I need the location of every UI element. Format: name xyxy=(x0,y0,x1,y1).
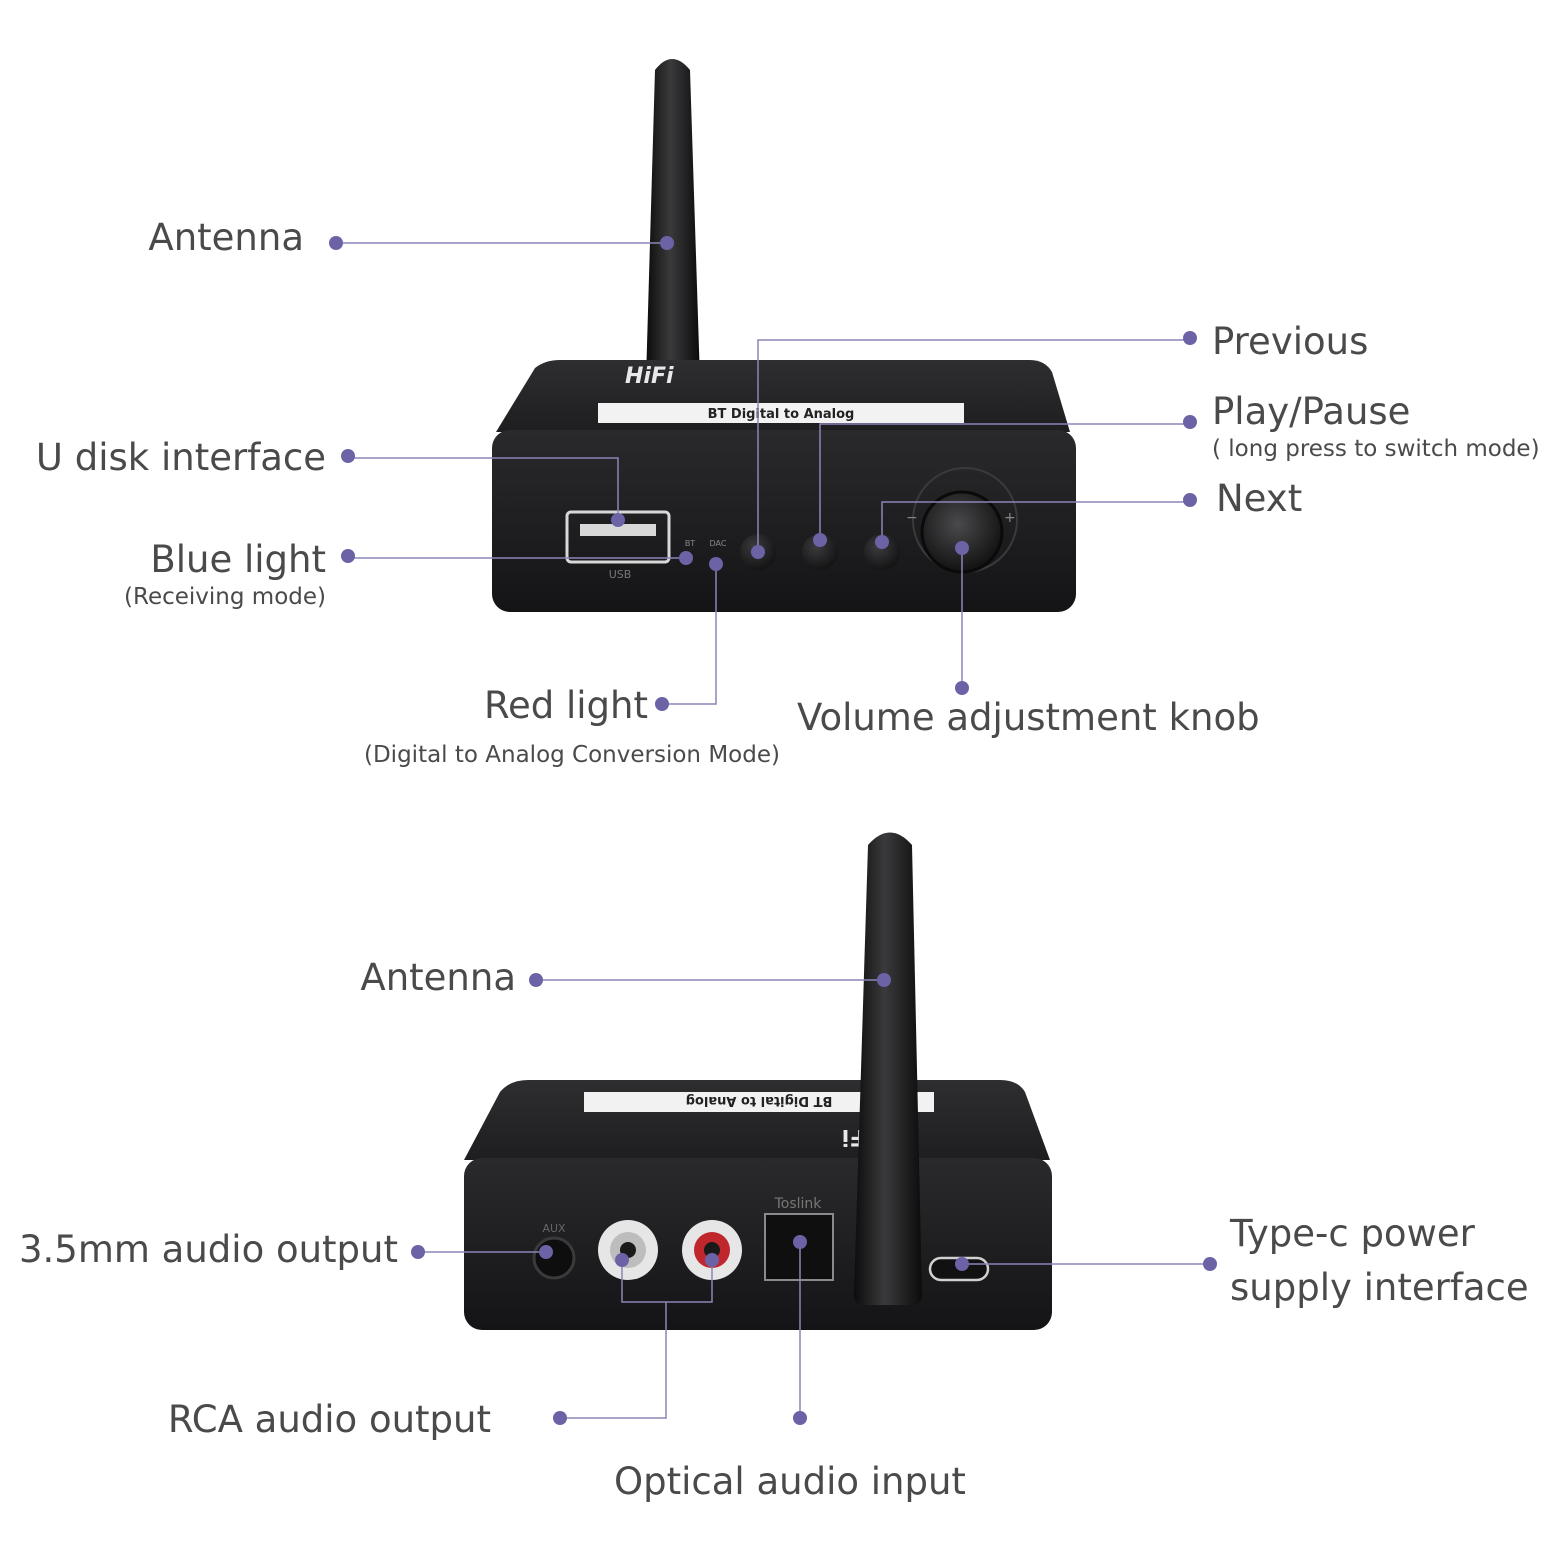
play-pause-button xyxy=(802,534,838,570)
top-strip-text: BT Digital to Analog xyxy=(708,407,855,422)
aux-jack xyxy=(532,1236,576,1280)
dac-led-text: DAC xyxy=(710,539,727,548)
top-callout-dots xyxy=(329,236,1197,711)
bottom-device: BT Digital to Analog HiFi AUX Toslink xyxy=(464,832,1052,1330)
usb-text: USB xyxy=(609,568,632,581)
bottom-strip-text: BT Digital to Analog xyxy=(686,1093,833,1108)
label-red-light: Red light xyxy=(483,684,648,727)
aux-text: AUX xyxy=(542,1222,566,1235)
svg-text:+: + xyxy=(1004,510,1016,526)
svg-text:−: − xyxy=(906,510,918,526)
label-typec-line1: Type-c power xyxy=(1230,1212,1475,1255)
label-red-light-note: (Digital to Analog Conversion Mode) xyxy=(364,742,780,768)
label-typec-line2: supply interface xyxy=(1230,1266,1529,1309)
toslink-text: Toslink xyxy=(774,1196,823,1212)
bottom-callout-dots xyxy=(411,973,1217,1425)
label-aux-out: 3.5mm audio output xyxy=(18,1228,398,1271)
label-play-pause: Play/Pause xyxy=(1212,390,1411,433)
label-play-pause-note: ( long press to switch mode) xyxy=(1212,436,1540,462)
top-device: HiFi BT Digital to Analog USB BT DAC − + xyxy=(492,59,1076,612)
top-antenna xyxy=(646,59,700,380)
bottom-leaders xyxy=(418,979,1210,1419)
top-brand-text: HiFi xyxy=(625,364,674,389)
label-blue-light-note: (Receiving mode) xyxy=(124,584,326,610)
label-antenna-bottom: Antenna xyxy=(360,956,516,999)
top-leaders xyxy=(336,242,1190,705)
bottom-antenna xyxy=(854,832,922,1305)
label-blue-light: Blue light xyxy=(150,538,326,581)
label-previous: Previous xyxy=(1212,320,1369,363)
label-antenna-top: Antenna xyxy=(148,216,304,259)
top-label-strip xyxy=(598,403,964,423)
bt-led-text: BT xyxy=(685,539,695,548)
label-volume-knob: Volume adjustment knob xyxy=(797,696,1260,739)
label-rca-out: RCA audio output xyxy=(167,1398,491,1441)
next-button xyxy=(864,534,900,570)
label-optical-in: Optical audio input xyxy=(614,1460,966,1503)
label-u-disk: U disk interface xyxy=(35,436,326,479)
bottom-label-strip xyxy=(584,1092,934,1112)
label-next: Next xyxy=(1216,477,1303,520)
top-device-front xyxy=(492,430,1076,612)
